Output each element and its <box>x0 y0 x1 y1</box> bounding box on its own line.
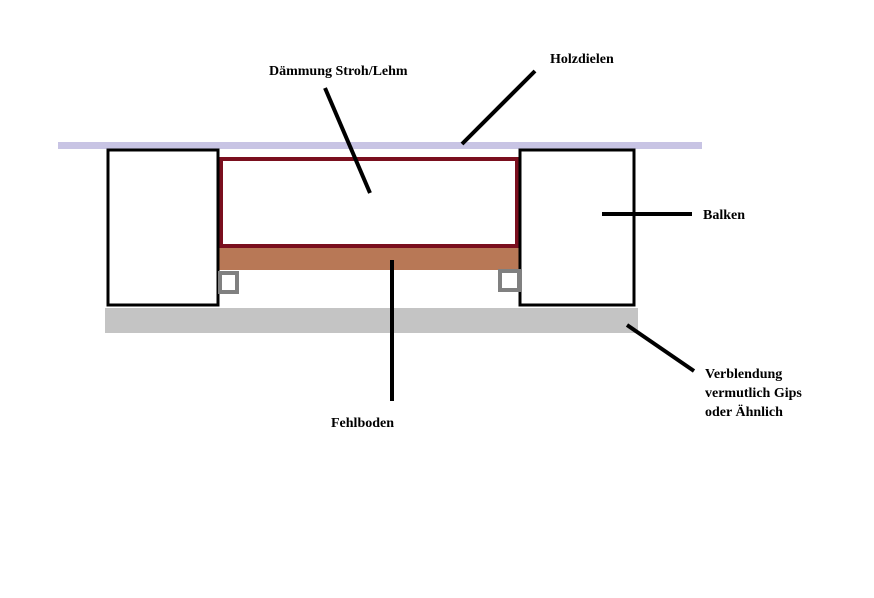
label-beam: Balken <box>703 208 745 223</box>
leader-line-floorboards <box>460 69 537 146</box>
batten-right <box>498 269 521 292</box>
label-cladding-line1: Verblendung <box>705 367 782 382</box>
label-insulation: Dämmung Stroh/Lehm <box>269 64 408 79</box>
insulation-box <box>219 157 519 248</box>
leader-line-cladding <box>625 323 696 373</box>
false-floor-board <box>219 248 519 270</box>
beam-right <box>518 148 636 307</box>
label-false-floor: Fehlboden <box>331 416 394 431</box>
leader-line-insulation <box>323 87 372 194</box>
floorboards-layer <box>58 142 702 149</box>
batten-left <box>218 271 239 294</box>
cladding-layer <box>105 308 638 333</box>
label-cladding-line2: vermutlich Gips <box>705 386 802 401</box>
beam-left <box>106 148 220 307</box>
label-floorboards: Holzdielen <box>550 52 614 67</box>
label-cladding-line3: oder Ähnlich <box>705 404 783 420</box>
